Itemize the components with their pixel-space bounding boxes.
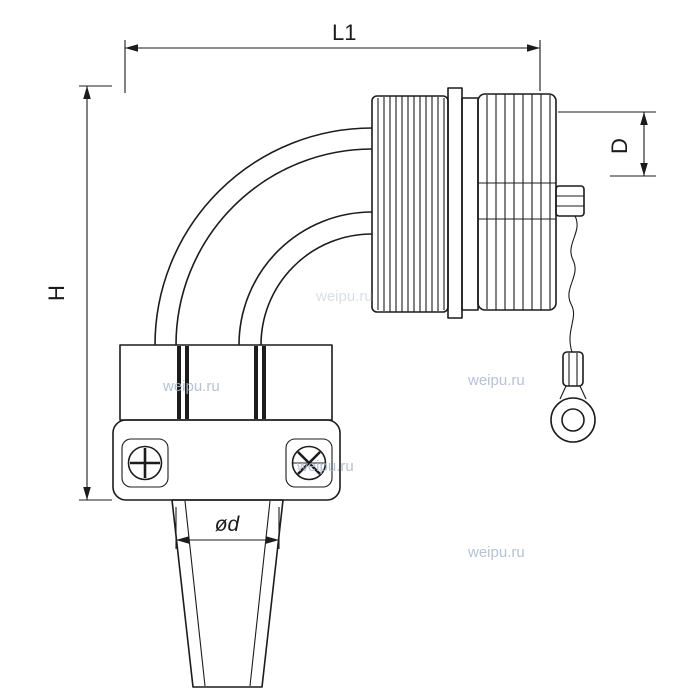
watermark-text: weipu.ru [467, 372, 525, 389]
ribbed-end-cap [477, 93, 557, 311]
lanyard-cord [568, 215, 578, 353]
left-clamp-screw [127, 445, 163, 481]
elbow-tube [154, 127, 373, 346]
spacer-ring [461, 97, 479, 311]
watermark-text: weipu.ru [296, 458, 354, 475]
cap-ribs [486, 94, 551, 310]
dimension-label-cable-diameter: ød [215, 513, 241, 536]
dimension-l1: L1 [124, 20, 541, 93]
dimension-label-h: H [44, 285, 69, 301]
dimension-h: H [44, 85, 112, 501]
dimension-cable-diameter: ød [175, 507, 280, 549]
dimension-d: D [558, 111, 656, 177]
hex-corner-bands [177, 346, 266, 419]
ring-terminal [550, 397, 596, 443]
knurl-ribs [377, 96, 445, 312]
right-clamp-screw [291, 445, 327, 481]
crimp-sleeve [559, 351, 587, 400]
tapered-strain-relief [171, 499, 284, 688]
watermark-text: weipu.ru [467, 544, 525, 561]
chain-anchor-nub [555, 185, 585, 217]
gland-hex-nut [119, 344, 333, 421]
knurled-coupling-ring [371, 95, 449, 313]
watermarks: weipu.ru weipu.ru weipu.ru weipu.ru weip… [162, 288, 525, 561]
flange-washer [447, 87, 463, 319]
watermark-text: weipu.ru [315, 288, 373, 305]
dimension-label-d: D [607, 138, 632, 154]
watermark-text: weipu.ru [162, 378, 220, 395]
dimension-label-l1: L1 [332, 20, 356, 45]
